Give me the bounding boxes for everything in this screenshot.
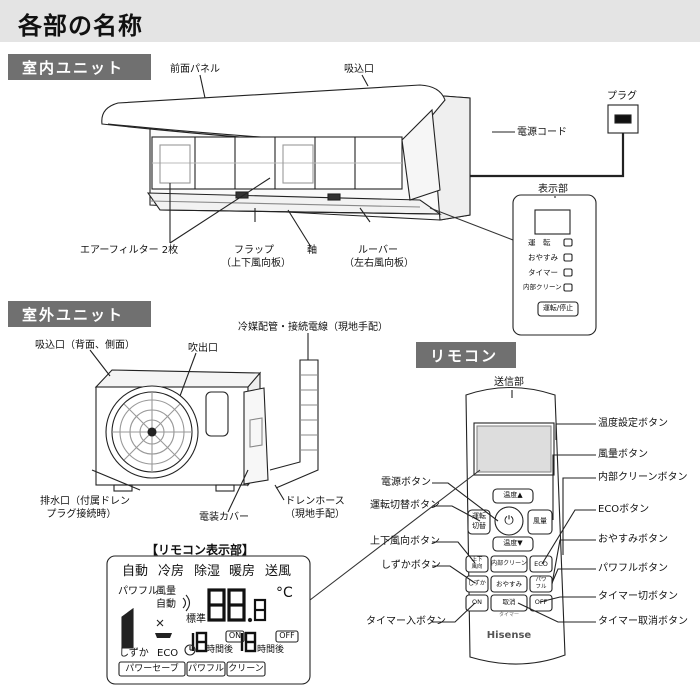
display-item-sleep: おやすみ xyxy=(528,253,558,262)
drain-hose-line1: ドレンホース xyxy=(285,496,345,507)
flap-name: フラップ xyxy=(234,245,274,256)
display-item-timer: タイマー xyxy=(528,268,558,277)
outlet-label: 吹出口 xyxy=(188,343,218,354)
flap-label: フラップ（上下風向板） xyxy=(221,245,291,270)
section-outdoor-label: 室外ユニット xyxy=(22,306,125,324)
louver-sub: （左右風向板） xyxy=(344,257,414,269)
rd-powerful: パワフル xyxy=(118,586,158,597)
air-filter-label: エアーフィルター 2枚 xyxy=(80,245,179,256)
display-item-run: 運 転 xyxy=(528,238,551,247)
timer-off-button-label: タイマー切ボタン xyxy=(598,591,678,602)
section-remote-label: リモコン xyxy=(430,347,499,365)
remote-temp-up-key: 温度▲ xyxy=(503,491,523,499)
section-remote-header: リモコン xyxy=(416,342,516,368)
remote-on-key: ON xyxy=(472,598,482,606)
rd-mode-fan: 送風 xyxy=(265,564,292,579)
remote-quiet-key: しずか xyxy=(468,580,486,587)
rd-timer-off-badge: OFF xyxy=(279,631,295,640)
drain-port-line1: 排水口（付属ドレン xyxy=(40,496,130,507)
remote-powerful-key: パワフル xyxy=(530,577,552,591)
clean-button-label: 内部クリーンボタン xyxy=(598,472,688,483)
section-outdoor-header: 室外ユニット xyxy=(8,301,151,327)
cover-label: 電装カバー xyxy=(199,512,249,523)
powerful-key-line2: フル xyxy=(535,584,547,591)
mode-key-line2: 切替 xyxy=(472,521,486,530)
remote-power-key-icon: ⏻ xyxy=(504,513,514,527)
vane-key-line2: 風向 xyxy=(471,564,483,571)
section-indoor-header: 室内ユニット xyxy=(8,54,151,80)
louver-name: ルーバー xyxy=(358,245,398,256)
rd-timer-on-badge: ON xyxy=(228,631,242,640)
display-run-stop-button: 運転/停止 xyxy=(542,304,574,312)
remote-vane-key: 上下風向 xyxy=(466,557,488,571)
rd-timer-off-after: 時間後 xyxy=(257,645,285,655)
remote-fan-key: 風量 xyxy=(533,517,547,525)
rd-fan-auto: 自動 xyxy=(156,599,176,610)
remote-display-title: 【リモコン表示部】 xyxy=(146,543,255,557)
remote-sleep-key: おやすみ xyxy=(496,580,522,588)
rd-timer-on-after: 時間後 xyxy=(206,645,234,655)
transmitter-label: 送信部 xyxy=(494,377,524,388)
display-item-clean: 内部クリーン xyxy=(523,283,562,291)
outdoor-intake-label: 吸込口（背面、側面） xyxy=(35,340,135,351)
fan-button-label: 風量ボタン xyxy=(598,449,648,460)
front-panel-label: 前面パネル xyxy=(170,64,220,75)
remote-brand-logo: Hisense xyxy=(486,630,532,641)
remote-illustration xyxy=(465,386,566,665)
powerful-button-label: パワフルボタン xyxy=(598,563,668,574)
intake-label: 吸込口 xyxy=(344,64,374,75)
timer-on-button-label: タイマー入ボタン xyxy=(366,616,446,627)
mode-key-line1: 運転 xyxy=(472,512,486,520)
remote-clean-key: 内部クリーン xyxy=(491,560,527,567)
page-title: 各部の名称 xyxy=(18,12,143,40)
rd-mode-dry: 除湿 xyxy=(194,564,221,579)
rd-mode-cool: 冷房 xyxy=(158,564,185,579)
drain-hose-line2: （現地手配） xyxy=(285,508,345,520)
remote-timer-caption: タイマー xyxy=(498,612,519,618)
eco-button-label: ECOボタン xyxy=(598,504,650,515)
sleep-button-label: おやすみボタン xyxy=(598,534,668,545)
mode-button-label: 運転切替ボタン xyxy=(370,500,440,511)
rd-temp-unit: °C xyxy=(276,585,293,601)
rd-eco: ECO xyxy=(157,648,179,659)
remote-temp-down-key: 温度▼ xyxy=(503,539,523,547)
power-button-label: 電源ボタン xyxy=(381,477,431,488)
drain-hose-label: ドレンホース（現地手配） xyxy=(280,496,350,521)
outdoor-unit-illustration xyxy=(94,359,319,492)
vane-button-label: 上下風向ボタン xyxy=(370,536,440,547)
rd-btn-power-save: パワーセーブ xyxy=(125,664,179,674)
remote-mode-key: 運転切替 xyxy=(468,512,490,532)
rd-fan-label: 風量 xyxy=(156,586,176,597)
indoor-display-panel xyxy=(512,194,597,336)
vane-key-line1: 上下 xyxy=(471,557,483,563)
remote-eco-key: ECO xyxy=(534,560,548,568)
quiet-button-label: しずかボタン xyxy=(381,560,441,571)
pipes-label: 冷媒配管・接続電線（現地手配） xyxy=(238,322,388,333)
powerful-key-line1: パワ xyxy=(535,577,547,583)
rd-btn-powerful: パワフル xyxy=(187,664,224,674)
plug-label: プラグ xyxy=(607,91,637,102)
rd-quiet: しずか xyxy=(119,648,149,659)
drain-port-line2: プラグ接続時） xyxy=(46,508,117,520)
remote-cancel-key: 取消 xyxy=(502,598,516,606)
drain-port-label: 排水口（付属ドレン プラグ接続時） xyxy=(40,496,130,521)
rd-standard: 標準 xyxy=(186,614,206,625)
timer-cancel-button-label: タイマー取消ボタン xyxy=(598,616,688,627)
temp-button-label: 温度設定ボタン xyxy=(598,418,668,429)
rd-btn-clean: クリーン xyxy=(228,664,264,674)
remote-off-key: OFF xyxy=(534,598,548,606)
display-label: 表示部 xyxy=(538,184,568,195)
rd-mode-heat: 暖房 xyxy=(229,564,256,579)
shaft-label: 軸 xyxy=(307,245,317,256)
power-cord-label: 電源コード xyxy=(517,127,567,138)
louver-label: ルーバー（左右風向板） xyxy=(344,245,414,270)
title-bar: 各部の名称 xyxy=(0,0,700,42)
flap-sub: （上下風向板） xyxy=(221,257,291,269)
section-indoor-label: 室内ユニット xyxy=(22,59,125,77)
indoor-unit-illustration xyxy=(101,84,471,221)
rd-mode-auto: 自動 xyxy=(122,564,149,579)
